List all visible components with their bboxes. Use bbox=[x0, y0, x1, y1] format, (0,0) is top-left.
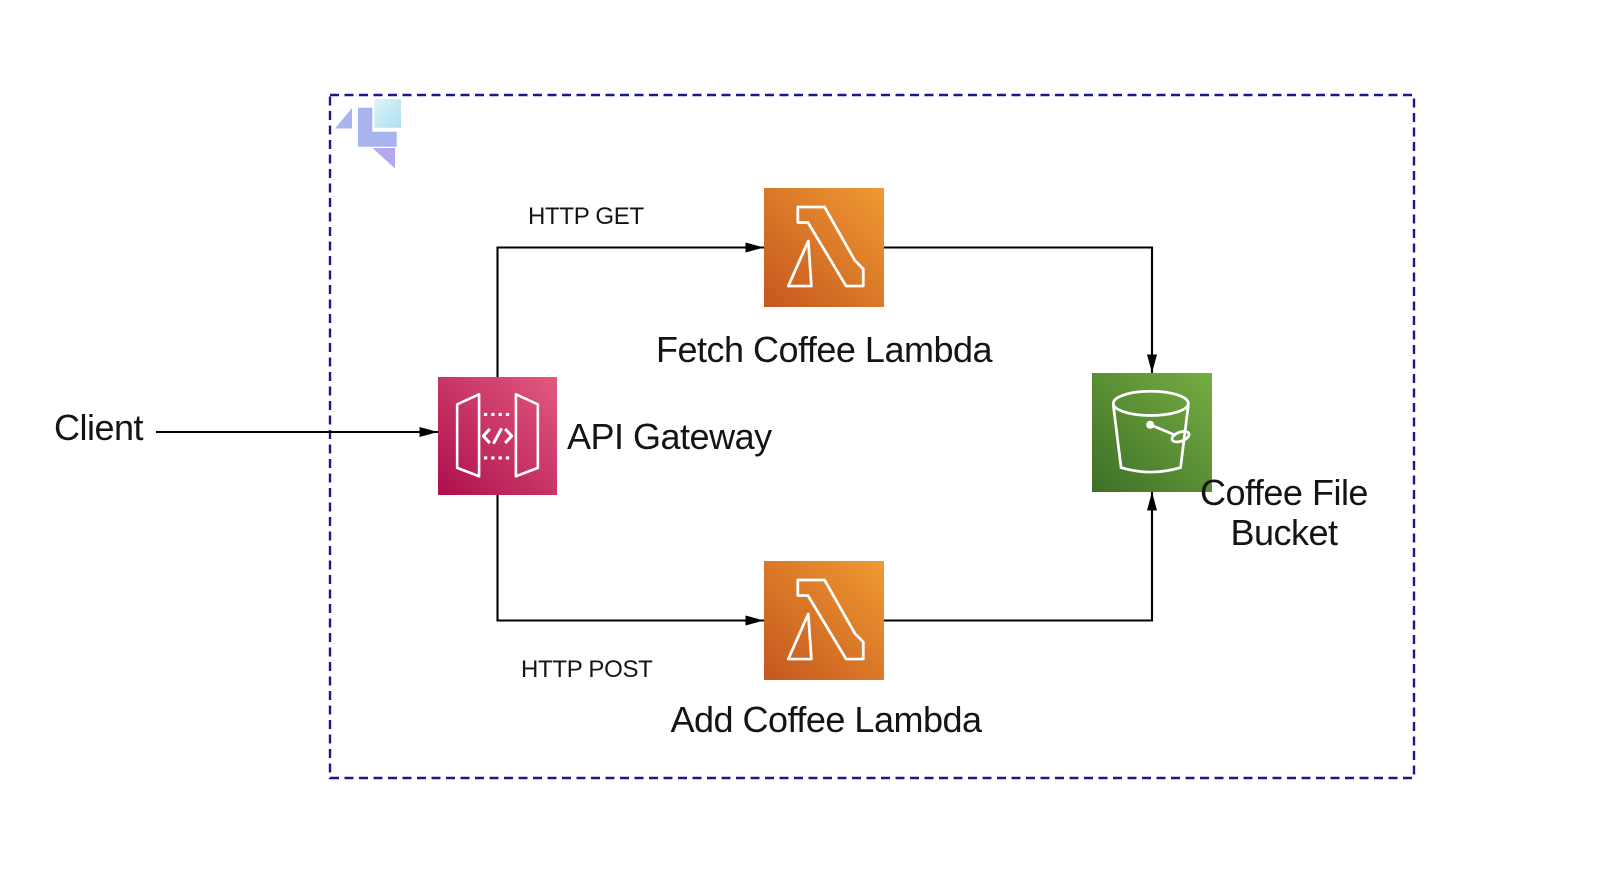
fetch-lambda-icon bbox=[764, 188, 884, 307]
http-get-label: HTTP GET bbox=[528, 203, 644, 230]
logo-l-shape bbox=[358, 107, 397, 147]
diagram-tool-logo bbox=[335, 99, 401, 169]
logo-triangle-bottom bbox=[372, 148, 395, 169]
fetch-lambda-label: Fetch Coffee Lambda bbox=[655, 329, 993, 370]
http-post-label: HTTP POST bbox=[521, 656, 653, 683]
connector-api-gateway-to-add-lambda bbox=[496, 495, 764, 626]
connector-add-lambda-to-bucket bbox=[884, 492, 1157, 622]
diagram-boundary bbox=[328, 93, 1416, 780]
api-gateway-label: API Gateway bbox=[567, 416, 772, 457]
connector-api-gateway-to-fetch-lambda bbox=[496, 242, 764, 377]
logo-square bbox=[374, 99, 401, 128]
add-lambda-label: Add Coffee Lambda bbox=[670, 699, 982, 740]
client-label: Client bbox=[54, 407, 144, 448]
api-gateway-icon bbox=[438, 377, 557, 495]
connector-fetch-lambda-to-bucket bbox=[884, 246, 1157, 373]
s3-bucket-icon bbox=[1092, 373, 1212, 492]
logo-triangle-left bbox=[335, 108, 352, 129]
add-lambda-icon bbox=[764, 561, 884, 680]
